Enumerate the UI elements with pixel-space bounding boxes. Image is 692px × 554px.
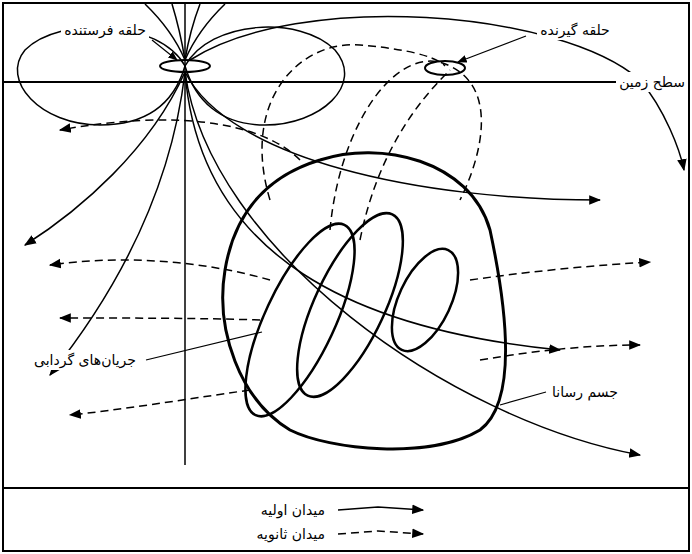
- callout-label: حلقه گیرنده: [537, 20, 613, 40]
- primary-field: [17, 4, 684, 455]
- callout-label: حلقه فرستنده: [61, 20, 149, 40]
- legend-line: [338, 531, 423, 534]
- eddy-currents: [224, 200, 472, 430]
- ground-surface: [3, 81, 620, 83]
- legend-line: [338, 507, 423, 510]
- secondary-field: [50, 45, 650, 415]
- callout-label: سطح زمین: [616, 72, 688, 92]
- conductive-body: [223, 153, 506, 449]
- legend-text: میدان ثانویه: [254, 524, 328, 544]
- legend-text: میدان اولیه: [258, 500, 328, 520]
- frame: [3, 3, 689, 551]
- callout-label: جسم رسانا: [549, 382, 621, 402]
- callout-label: جریان‌های گردابی: [31, 350, 139, 370]
- legend-separator: [3, 487, 689, 489]
- leader-lines: [146, 36, 546, 405]
- transmitter-loop: [160, 60, 210, 72]
